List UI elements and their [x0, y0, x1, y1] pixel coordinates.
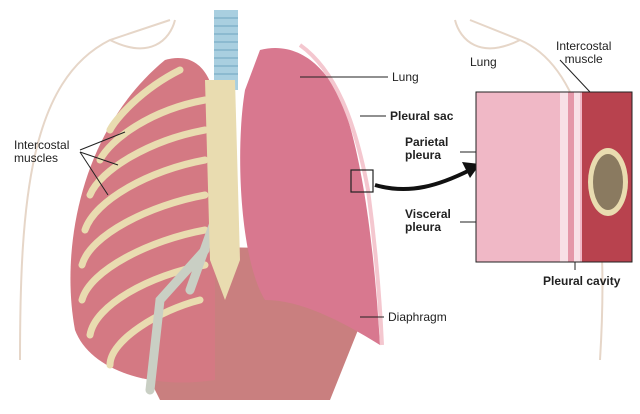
label-diaphragm: Diaphragm [388, 310, 447, 324]
label-parietal-pleura: Parietal pleura [405, 136, 448, 162]
label-line: Parietal [405, 135, 449, 149]
sternum [205, 80, 240, 300]
label-lung: Lung [392, 70, 419, 84]
label-intercostal-muscle: Intercostal muscle [556, 40, 611, 66]
label-line: Intercostal [14, 138, 70, 152]
detail-box [350, 169, 374, 193]
label-intercostal-muscles: Intercostal muscles [14, 139, 69, 165]
lung [240, 48, 380, 345]
label-line: pleura [405, 220, 442, 234]
zoom-arrow [374, 168, 471, 192]
body-outline-shoulder [109, 19, 521, 50]
label-line: pleura [405, 148, 442, 162]
label-line: Visceral [405, 207, 451, 221]
pleural-sac [298, 43, 384, 346]
trachea-rings [214, 17, 238, 75]
label-pleural-sac: Pleural sac [390, 109, 454, 123]
label-line: muscle [564, 52, 603, 66]
inset-detail [475, 91, 633, 263]
label-line: Intercostal [556, 39, 612, 53]
label-pleural-cavity: Pleural cavity [543, 274, 621, 288]
label-inset-lung: Lung [470, 55, 497, 69]
label-line: muscles [14, 151, 59, 165]
label-visceral-pleura: Visceral pleura [405, 208, 451, 234]
